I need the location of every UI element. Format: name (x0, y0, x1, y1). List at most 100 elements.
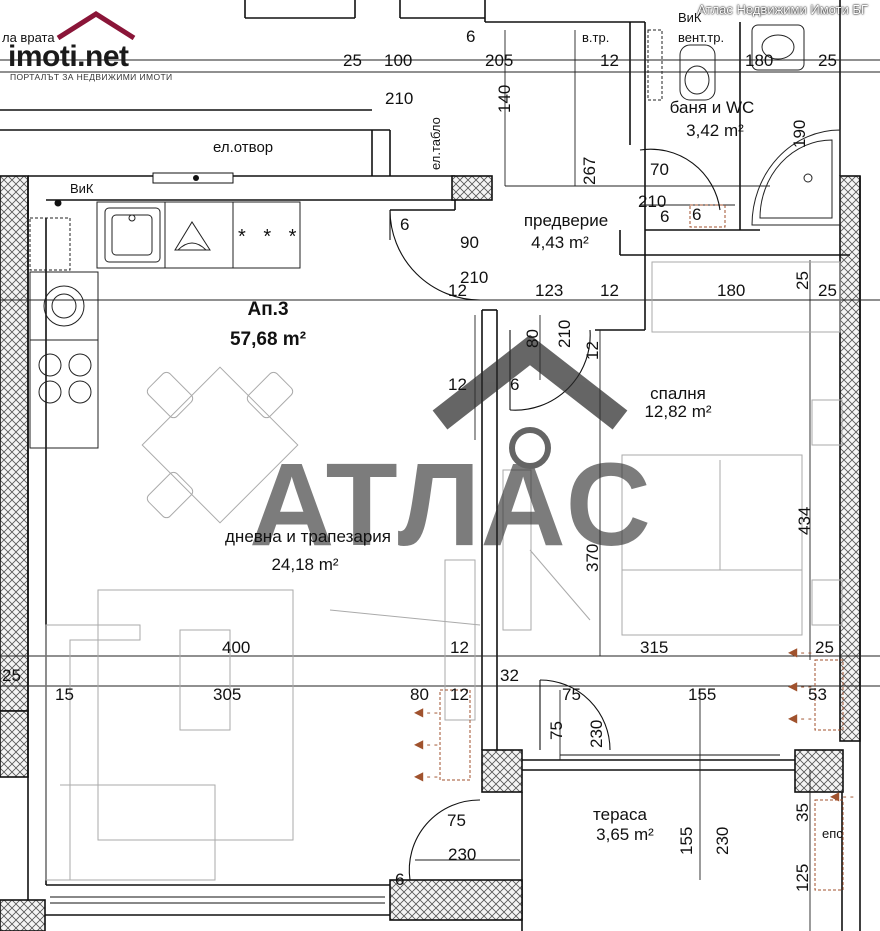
kitchen (29, 201, 301, 449)
watermark: ATЛAC (249, 334, 651, 571)
svg-text:◀ - -: ◀ - - (414, 769, 438, 783)
dimension-label: 140 (495, 85, 514, 113)
dimension-label: 6 (466, 27, 475, 46)
dimension-label: 25 (2, 666, 21, 685)
dimension-label: 210 (385, 89, 413, 108)
dimension-text: 25 100 205 12 180 25 6 140 210 267 70 19… (2, 27, 837, 892)
dimension-label: 305 (213, 685, 241, 704)
living-name: дневна и трапезария (225, 527, 391, 546)
hall-area: 4,43 m² (531, 233, 589, 252)
dimension-label: 12 (583, 341, 602, 360)
dimension-label: 123 (535, 281, 563, 300)
dimension-label: 205 (485, 51, 513, 70)
svg-text:◀ - -: ◀ - - (788, 711, 812, 725)
dimension-label: 12 (450, 685, 469, 704)
electrical (439, 204, 844, 891)
terrace-area: 3,65 m² (596, 825, 654, 844)
dimension-label: 230 (713, 827, 732, 855)
bathroom (647, 24, 841, 226)
svg-text:◀ - -: ◀ - - (414, 705, 438, 719)
shower-icon (751, 129, 841, 226)
vent-label: вент.тр. (678, 30, 724, 45)
dimension-label: 190 (790, 120, 809, 148)
el-otvor-label: ел.отвор (213, 139, 273, 156)
dimension-label: 6 (400, 215, 409, 234)
kitchen-stars: * * * (238, 226, 302, 248)
el-tablo-label: ел.табло (428, 117, 443, 170)
dimension-label: 230 (448, 845, 476, 864)
logo-roof-icon (56, 11, 136, 40)
dimension-label: 25 (793, 271, 812, 290)
dimension-label: 25 (818, 281, 837, 300)
dimension-label: 35 (793, 803, 812, 822)
dimension-label: 70 (650, 160, 669, 179)
dimension-label: 12 (600, 281, 619, 300)
dimension-label: 6 (660, 207, 669, 226)
eps-label: епс (822, 826, 843, 841)
toilet-icon (679, 44, 716, 101)
apartment-total-area: 57,68 m² (230, 329, 306, 350)
dining-table (141, 366, 299, 524)
dimension-label: 75 (447, 811, 466, 830)
arrow-marks: ◀ - - ◀ - - ◀ - - ◀ - - ◀ - - ◀ - - ◀ - … (414, 645, 854, 803)
dimension-label: 75 (562, 685, 581, 704)
dimension-label: 90 (460, 233, 479, 252)
svg-text:◀ - -: ◀ - - (414, 737, 438, 751)
dimension-label: 210 (638, 192, 666, 211)
watermark-text: ATЛAC (249, 439, 651, 571)
bed (621, 454, 803, 636)
walls (0, 0, 861, 931)
dimension-label: 15 (55, 685, 74, 704)
svg-text:* * *: * * * (238, 226, 302, 248)
dimension-label: 75 (547, 721, 566, 740)
washbasin-icon (751, 24, 805, 71)
dimension-label: 6 (692, 205, 701, 224)
dimension-label: 155 (677, 827, 696, 855)
dimension-label: 12 (600, 51, 619, 70)
bath-area: 3,42 m² (686, 121, 744, 140)
logo-text: imoti.net (8, 40, 129, 73)
dimension-label: 267 (580, 157, 599, 185)
dimension-label: 400 (222, 638, 250, 657)
dimension-label: 25 (343, 51, 362, 70)
dimension-label: 80 (523, 329, 542, 348)
bath-name: баня и WC (670, 98, 755, 117)
furniture (45, 261, 843, 881)
terrace-door-swing (539, 679, 611, 751)
hood-icon (174, 221, 211, 251)
dimension-label: 230 (587, 720, 606, 748)
living-area: 24,18 m² (271, 555, 338, 574)
dimension-label: 12 (448, 281, 467, 300)
dimension-label: 180 (745, 51, 773, 70)
living-terrace-door-swing (408, 799, 481, 881)
bath-door-swing (639, 148, 721, 211)
room-labels: Ап.3 57,68 m² дневна и трапезария 24,18 … (225, 98, 754, 844)
svg-text:◀ - -: ◀ - - (788, 679, 812, 693)
dimension-label: 125 (793, 864, 812, 892)
dimension-label: 315 (640, 638, 668, 657)
dimension-label: 6 (395, 870, 404, 889)
dimension-label: 155 (688, 685, 716, 704)
dimension-label: 80 (410, 685, 429, 704)
stove-icon (29, 271, 99, 341)
terrace-name: тераса (593, 805, 647, 824)
vik-left-label: ВиК (70, 181, 94, 196)
hob-icon (29, 339, 99, 449)
dimension-label: 12 (450, 638, 469, 657)
entrance-door-swing (389, 209, 481, 301)
bedroom-area: 12,82 m² (644, 402, 711, 421)
dimension-lines (0, 30, 880, 931)
vtr-label: в.тр. (582, 30, 609, 45)
dimension-label: 100 (384, 51, 412, 70)
sink-icon (104, 207, 161, 263)
vik-bath-label: ВиК (678, 10, 702, 25)
dimension-label: 25 (818, 51, 837, 70)
dimension-label: 6 (510, 375, 519, 394)
bedroom-name: спалня (650, 384, 706, 403)
hall-name: предверие (524, 211, 608, 230)
dimension-label: 32 (500, 666, 519, 685)
dimension-label: 25 (815, 638, 834, 657)
dimension-label: 370 (583, 544, 602, 572)
wall-left-hatch (0, 175, 29, 712)
